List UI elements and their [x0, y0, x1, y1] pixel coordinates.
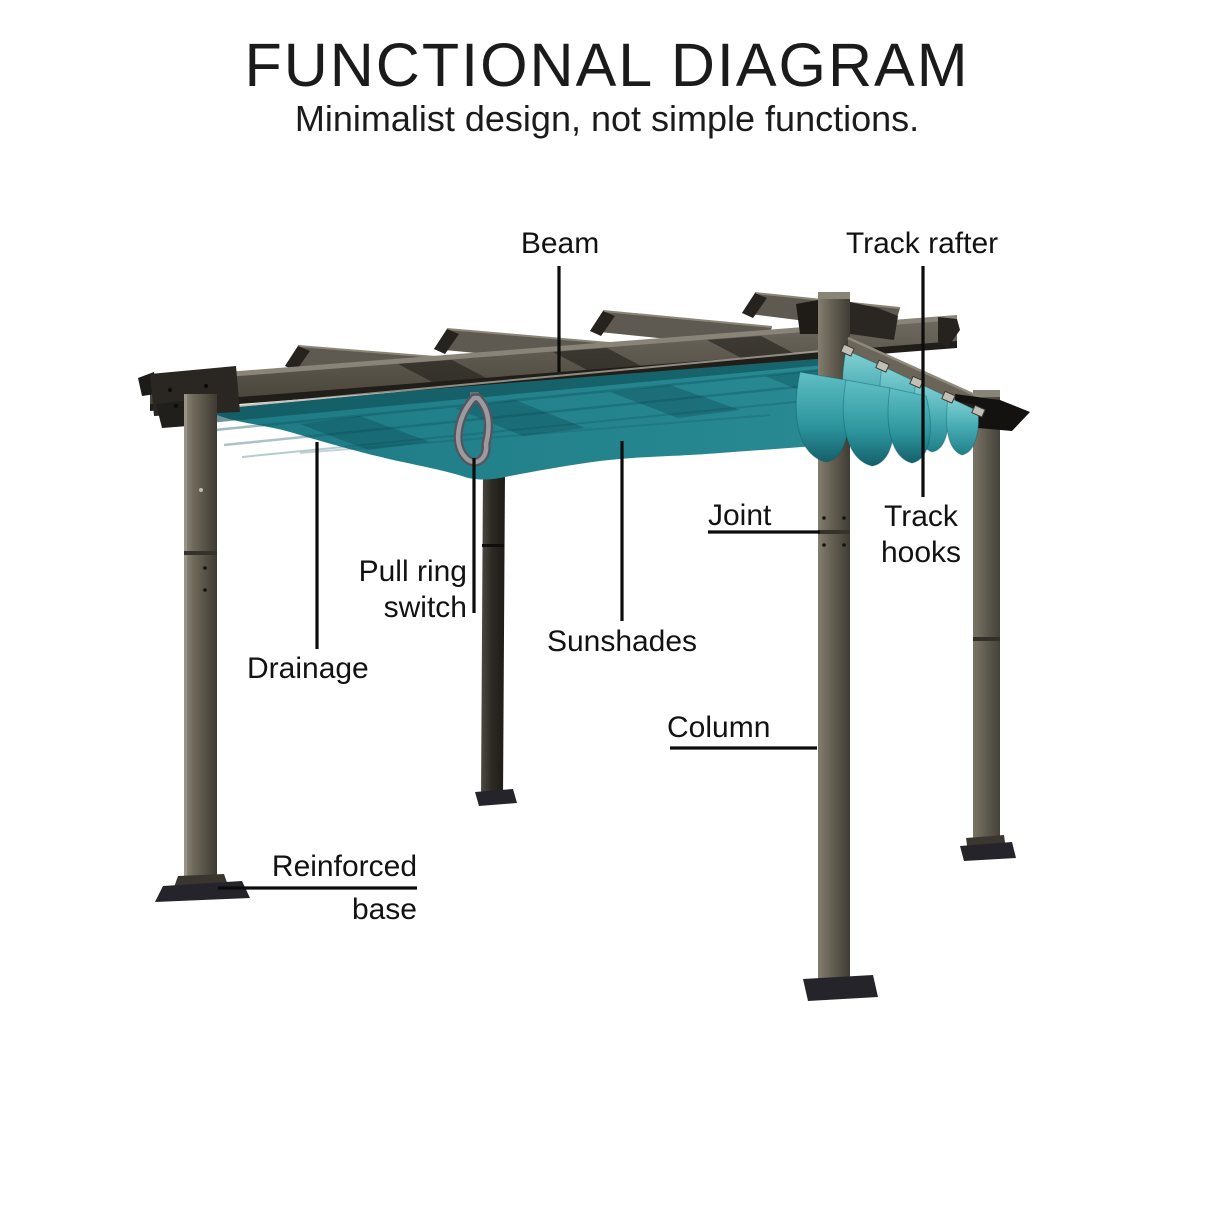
- back-right-column: [960, 390, 1016, 861]
- label-reinforced-base: Reinforced: [271, 850, 417, 883]
- middle-column: [475, 470, 517, 806]
- label-reinforced-base-line2: base: [351, 893, 417, 926]
- page-title: FUNCTIONAL DIAGRAM: [244, 31, 970, 99]
- front-left-column: [155, 394, 250, 902]
- label-joint: Joint: [708, 499, 772, 532]
- front-right-column: [796, 292, 898, 1001]
- label-column: Column: [667, 711, 771, 744]
- label-track-hooks: Track hooks: [880, 500, 962, 569]
- track-hooks: [840, 343, 986, 418]
- label-track-rafter: Track rafter: [845, 227, 999, 260]
- label-pull-ring-switch: Pull ring switch: [358, 555, 467, 624]
- label-beam: Beam: [520, 227, 600, 260]
- canopy-folds: [795, 343, 986, 467]
- pull-ring: [453, 392, 493, 467]
- label-sunshades: Sunshades: [546, 625, 698, 658]
- leader-lines: [218, 266, 925, 890]
- label-drainage: Drainage: [247, 652, 369, 685]
- page-subtitle: Minimalist design, not simple functions.: [294, 98, 920, 139]
